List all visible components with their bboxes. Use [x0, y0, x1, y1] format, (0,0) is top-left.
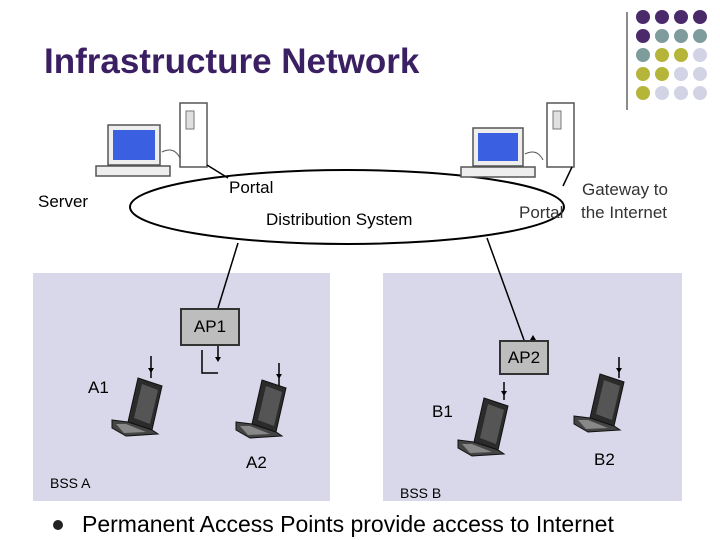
decorative-dot: [693, 10, 707, 24]
decorative-dot: [655, 86, 669, 100]
laptop-a2-icon: [235, 379, 287, 439]
bss-a-label: BSS A: [50, 475, 91, 491]
gateway-line2: the Internet: [581, 203, 668, 222]
bullet-text: Permanent Access Points provide access t…: [82, 511, 614, 537]
decorative-dot: [693, 67, 707, 81]
server-label: Server: [38, 192, 89, 211]
decorative-dot: [636, 48, 650, 62]
decorative-dot: [674, 67, 688, 81]
laptop-b2-icon: [573, 373, 625, 433]
decorative-dot: [636, 10, 650, 24]
decorative-dot: [655, 67, 669, 81]
decorative-dot: [636, 86, 650, 100]
decorative-dot: [655, 10, 669, 24]
ap2-link: [486, 237, 525, 341]
decorative-dot: [636, 67, 650, 81]
decorative-dot: [674, 29, 688, 43]
laptop-a1-icon: [111, 377, 163, 437]
distribution-system-ellipse: [129, 169, 565, 245]
server-link: [206, 164, 229, 179]
slide-title: Infrastructure Network: [44, 42, 420, 81]
bss-b-region: [383, 273, 682, 501]
decorative-dot: [636, 29, 650, 43]
decorative-dot: [655, 48, 669, 62]
decorative-dot: [674, 86, 688, 100]
ap2-box: AP2: [499, 340, 549, 375]
portal-left-label: Portal: [229, 178, 274, 197]
decorative-dot: [655, 29, 669, 43]
gateway-line1: Gateway to: [582, 180, 668, 199]
decorative-divider: [626, 12, 628, 110]
bullet-marker: [53, 520, 63, 530]
decorative-dot: [693, 29, 707, 43]
ap1-antenna: [201, 350, 218, 374]
decorative-dot: [674, 48, 688, 62]
decorative-dot-grid: [636, 10, 716, 106]
portal-right-label: Portal: [519, 203, 564, 222]
gateway-link: [562, 166, 573, 187]
decorative-dot: [693, 86, 707, 100]
ap1-box: AP1: [180, 308, 240, 346]
ap1-link: [217, 242, 239, 309]
bss-b-label: BSS B: [400, 485, 442, 501]
station-b1-label: B1: [432, 402, 453, 421]
station-a2-label: A2: [246, 453, 267, 472]
station-a1-label: A1: [88, 378, 109, 397]
station-b2-label: B2: [594, 450, 615, 469]
laptop-b1-icon: [457, 397, 509, 457]
decorative-dot: [693, 48, 707, 62]
decorative-dot: [674, 10, 688, 24]
server-computer-icon: [95, 102, 208, 177]
distribution-system-label: Distribution System: [266, 210, 413, 229]
gateway-computer-icon: [460, 102, 575, 178]
